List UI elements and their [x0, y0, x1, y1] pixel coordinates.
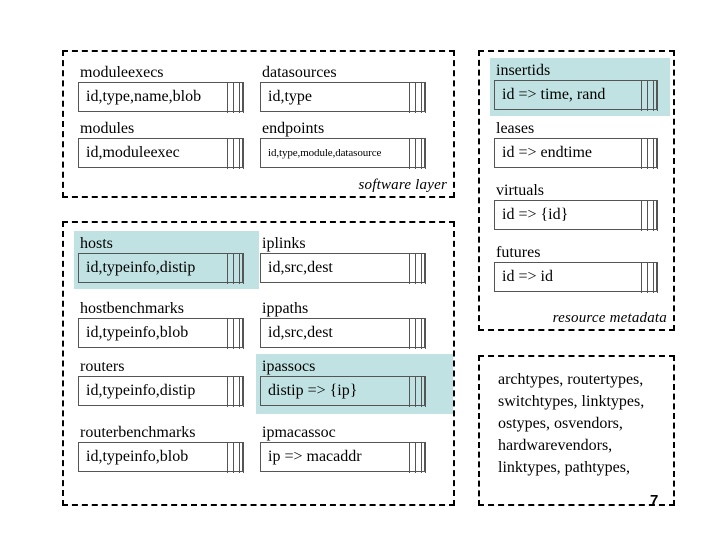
entity-fields: id,type: [268, 88, 312, 105]
entity-modules[interactable]: modules id,moduleexec: [78, 120, 244, 169]
entity-routerbenchmarks[interactable]: routerbenchmarks id,typeinfo,blob: [78, 424, 244, 473]
entity-box: distip => {ip}: [260, 375, 426, 407]
list-item: switchtypes, linktypes,: [498, 393, 645, 410]
entity-label: ipassocs: [262, 358, 316, 375]
entity-box: id,src,dest: [260, 252, 426, 284]
entity-fields: id,src,dest: [268, 324, 333, 341]
entity-insertids[interactable]: insertids id => time, rand: [490, 58, 670, 116]
entity-virtuals[interactable]: virtuals id => {id}: [494, 182, 658, 231]
panel-network-layer: hosts id,typeinfo,distip iplinks id,src,…: [62, 221, 455, 506]
table-stack-icon: [226, 137, 244, 169]
entity-box: id => id: [494, 261, 658, 293]
entity-fields: id,type,module,datasource: [268, 147, 382, 159]
entity-fields: id => id: [502, 268, 553, 285]
type-table-list: archtypes, routertypes, switchtypes, lin…: [498, 369, 667, 479]
list-item: ostypes, osvendors,: [498, 415, 623, 432]
entity-label: ipmacassoc: [262, 424, 336, 441]
panel-caption-software: software layer: [358, 177, 447, 193]
entity-leases[interactable]: leases id => endtime: [494, 120, 658, 169]
entity-label: iplinks: [262, 235, 306, 252]
entity-box: id,typeinfo,distip: [78, 375, 244, 407]
panel-resource-metadata: insertids id => time, rand leases id => …: [478, 50, 675, 331]
panel-caption-resource: resource metadata: [552, 310, 667, 326]
entity-label: hosts: [80, 235, 113, 252]
table-stack-icon: [408, 317, 426, 349]
entity-label: modules: [80, 120, 135, 137]
table-stack-icon: [640, 199, 658, 231]
table-stack-icon: [226, 441, 244, 473]
entity-moduleexecs[interactable]: moduleexecs id,type,name,blob: [78, 64, 244, 113]
entity-box: id,type,module,datasource: [260, 137, 426, 169]
entity-label: insertids: [496, 62, 551, 79]
entity-label: ippaths: [262, 300, 309, 317]
entity-label: endpoints: [262, 120, 325, 137]
entity-fields: id => time, rand: [502, 86, 606, 103]
entity-label: hostbenchmarks: [80, 300, 184, 317]
entity-label: datasources: [262, 64, 337, 81]
entity-datasources[interactable]: datasources id,type: [260, 64, 426, 113]
entity-hostbenchmarks[interactable]: hostbenchmarks id,typeinfo,blob: [78, 300, 244, 349]
entity-box: id,src,dest: [260, 317, 426, 349]
entity-fields: id,typeinfo,distip: [86, 259, 196, 276]
entity-fields: id,moduleexec: [86, 144, 180, 161]
entity-ipmacassoc[interactable]: ipmacassoc ip => macaddr: [260, 424, 426, 473]
table-stack-icon: [408, 441, 426, 473]
table-stack-icon: [226, 375, 244, 407]
entity-ippaths[interactable]: ippaths id,src,dest: [260, 300, 426, 349]
table-stack-icon: [408, 81, 426, 113]
list-item: linktypes, pathtypes,: [498, 459, 630, 476]
entity-fields: id => {id}: [502, 206, 569, 223]
entity-box: id,type: [260, 81, 426, 113]
entity-fields: id,typeinfo,blob: [86, 324, 189, 341]
page-number: 7: [650, 492, 659, 509]
entity-fields: id => endtime: [502, 144, 593, 161]
table-stack-icon: [226, 317, 244, 349]
entity-box: ip => macaddr: [260, 441, 426, 473]
list-item: hardwarevendors,: [498, 437, 613, 454]
list-item: archtypes, routertypes,: [498, 371, 644, 388]
entity-fields: id,typeinfo,distip: [86, 382, 196, 399]
entity-fields: id,src,dest: [268, 259, 333, 276]
entity-box: id,typeinfo,blob: [78, 441, 244, 473]
entity-routers[interactable]: routers id,typeinfo,distip: [78, 358, 244, 407]
entity-box: id => endtime: [494, 137, 658, 169]
table-stack-icon: [640, 261, 658, 293]
entity-label: futures: [496, 244, 541, 261]
entity-iplinks[interactable]: iplinks id,src,dest: [260, 235, 426, 284]
panel-software-layer: moduleexecs id,type,name,blob datasource…: [62, 50, 455, 198]
entity-futures[interactable]: futures id => id: [494, 244, 658, 293]
entity-fields: id,typeinfo,blob: [86, 448, 189, 465]
table-stack-icon: [226, 252, 244, 284]
entity-box: id,typeinfo,blob: [78, 317, 244, 349]
entity-label: moduleexecs: [80, 64, 164, 81]
entity-label: leases: [496, 120, 535, 137]
entity-box: id => {id}: [494, 199, 658, 231]
entity-ipassocs[interactable]: ipassocs distip => {ip}: [256, 354, 453, 414]
table-stack-icon: [408, 137, 426, 169]
entity-box: id,moduleexec: [78, 137, 244, 169]
entity-label: routers: [80, 358, 125, 375]
entity-box: id => time, rand: [494, 79, 658, 111]
table-stack-icon: [226, 81, 244, 113]
entity-box: id,type,name,blob: [78, 81, 244, 113]
entity-fields: distip => {ip}: [268, 382, 358, 399]
entity-label: routerbenchmarks: [80, 424, 196, 441]
table-stack-icon: [640, 137, 658, 169]
entity-hosts[interactable]: hosts id,typeinfo,distip: [74, 231, 259, 289]
table-stack-icon: [640, 79, 658, 111]
table-stack-icon: [408, 252, 426, 284]
table-stack-icon: [408, 375, 426, 407]
panel-type-tables: archtypes, routertypes, switchtypes, lin…: [478, 355, 675, 506]
entity-fields: id,type,name,blob: [86, 88, 202, 105]
entity-endpoints[interactable]: endpoints id,type,module,datasource: [260, 120, 426, 169]
entity-fields: ip => macaddr: [268, 448, 362, 465]
entity-label: virtuals: [496, 182, 544, 199]
entity-box: id,typeinfo,distip: [78, 252, 244, 284]
